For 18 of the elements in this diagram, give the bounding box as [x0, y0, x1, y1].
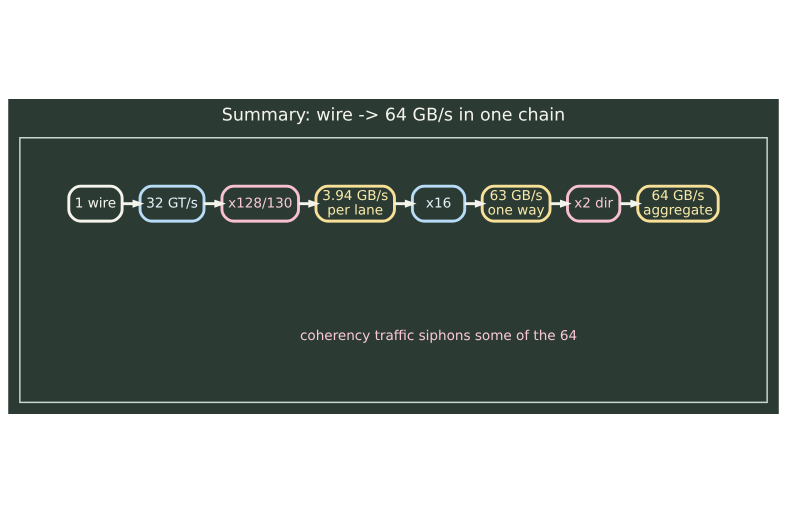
arrow: [204, 199, 226, 208]
node-box: 64 GB/s aggregate: [636, 184, 720, 222]
arrow: [122, 199, 144, 208]
arrow: [464, 199, 487, 208]
node-box: 63 GB/s one way: [480, 184, 552, 222]
node-box: 32 GT/s: [138, 184, 206, 222]
arrow: [620, 199, 642, 208]
arrow: [394, 199, 417, 208]
node-box: x2 dir: [566, 184, 622, 222]
arrow: [550, 199, 572, 208]
node-box: 3.94 GB/s per lane: [314, 184, 396, 222]
node-box: x16: [410, 184, 466, 222]
arrow: [298, 199, 320, 208]
node-box: x128/130: [220, 184, 300, 222]
node-box: 1 wire: [67, 184, 124, 222]
cluster: [19, 136, 768, 403]
diagram-title: Summary: wire -> 64 GB/s in one chain: [222, 105, 566, 126]
label: coherency traffic siphons some of the 64: [300, 328, 578, 344]
